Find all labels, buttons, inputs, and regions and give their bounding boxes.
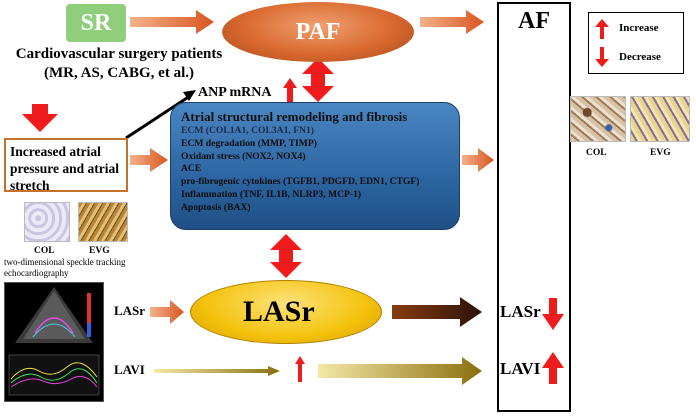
paf-label: PAF: [295, 18, 341, 45]
histology-col-image-right: [570, 96, 626, 142]
lavi-small-increase-arrow: [295, 356, 305, 382]
histology-evg-label-left: EVG: [89, 246, 110, 256]
af-column-box: [497, 2, 571, 412]
histology-evg-image-left: [78, 202, 128, 242]
legend-increase-label: Increase: [619, 22, 659, 34]
arrow-paf-to-af: [420, 10, 484, 34]
anp-increase-arrow: [283, 78, 297, 102]
arrow-lasr-label: [150, 300, 184, 324]
arrow-remodeling-to-af: [462, 148, 494, 172]
af-lavi-increase-arrow: [542, 352, 564, 384]
echocardiography-image: [4, 282, 104, 402]
af-lasr-decrease-arrow: [542, 298, 564, 330]
remodeling-item-apoptosis: Apoptosis (BAX): [181, 201, 251, 213]
row-lavi-label: LAVI: [114, 362, 145, 377]
histology-col-label-left: COL: [34, 246, 55, 256]
legend-increase-icon: [595, 19, 609, 39]
remodeling-title: Atrial structural remodeling and fibrosi…: [181, 109, 408, 124]
surgery-line-2: (MR, AS, CABG, et al.): [44, 65, 194, 81]
remodeling-item-ecm: ECM (COL1A1, COL3A1, FN1): [181, 125, 314, 136]
histology-evg-label-right: EVG: [650, 148, 671, 158]
af-lavi-label: LAVI: [500, 359, 541, 378]
arrow-lavi-thin: [154, 366, 280, 376]
remodeling-box: Atrial structural remodeling and fibrosi…: [170, 102, 460, 230]
double-arrow-remodeling-lasr: [270, 234, 302, 278]
arrow-surgery-to-stretch: [22, 104, 58, 132]
sr-label: SR: [80, 9, 112, 36]
echo-scan-graphic: [8, 287, 100, 396]
legend-decrease-label: Decrease: [619, 51, 661, 63]
af-title: AF: [518, 8, 550, 34]
lasr-ellipse: LASr: [190, 280, 382, 344]
atrial-stretch-box: Increased atrial pressure and atrial str…: [4, 138, 128, 193]
arrow-sr-to-paf: [130, 10, 214, 34]
histology-col-label-right: COL: [586, 148, 607, 158]
paf-ellipse: PAF: [222, 2, 414, 62]
legend-box: Increase Decrease: [588, 12, 684, 74]
lasr-ellipse-label: LASr: [243, 295, 315, 328]
legend-decrease-icon: [595, 47, 609, 67]
remodeling-item-inflammation: Inflammation (TNF, IL1B, NLRP3, MCP-1): [181, 188, 362, 200]
histology-evg-image-right: [630, 96, 690, 142]
double-arrow-paf-remodeling: [302, 58, 334, 102]
histology-col-image-left: [24, 202, 70, 242]
remodeling-item-cytokines: pro-fibrogenic cytokines (TGFB1, PDGFD, …: [181, 176, 420, 188]
sr-box: SR: [66, 4, 126, 42]
row-lasr-label: LASr: [114, 303, 146, 318]
remodeling-item-oxidant-stress: Oxidant stress (NOX2, NOX4): [181, 150, 306, 162]
surgery-patients-text: Cardiovascular surgery patients (MR, AS,…: [4, 45, 234, 83]
remodeling-item-ecm-degradation: ECM degradation (MMP, TIMP): [181, 137, 317, 149]
anp-mrna-label: ANP mRNA: [198, 85, 272, 100]
arrow-lasr-to-af: [392, 297, 482, 327]
arrow-lavi-to-af: [318, 357, 482, 385]
arrowhead-anp: [183, 90, 196, 101]
arrow-stretch-to-remodeling: [130, 148, 168, 172]
echo-caption: two-dimensional speckle tracking echocar…: [4, 257, 126, 278]
af-lasr-label: LASr: [500, 302, 541, 321]
surgery-line-1: Cardiovascular surgery patients: [15, 46, 223, 62]
remodeling-item-ace: ACE: [181, 163, 202, 175]
